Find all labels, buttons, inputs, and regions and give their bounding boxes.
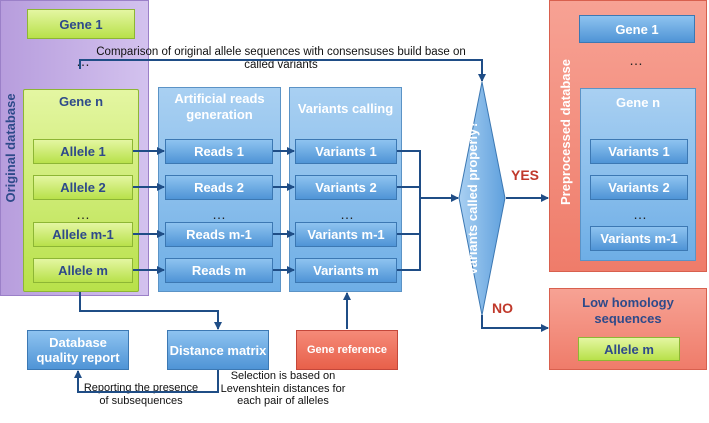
reads-2-box: Reads 2 <box>165 175 273 200</box>
reads-m-1-box: Reads m-1 <box>165 222 273 247</box>
arrow-variants2-merge <box>397 186 421 198</box>
pre-variants-m-1-box: Variants m-1 <box>590 226 688 251</box>
reads-1-box: Reads 1 <box>165 139 273 164</box>
yes-label: YES <box>511 167 540 183</box>
low-homology-title: Low homology sequences <box>582 295 674 326</box>
variants-calling-title: Variants calling <box>297 101 394 116</box>
pre-dots: … <box>629 52 643 68</box>
pre-gene-1-box: Gene 1 <box>579 15 695 43</box>
low-homology-allele-m: Allele m <box>578 337 680 361</box>
arrow-distance-report <box>74 370 219 393</box>
variants-m-1-box: Variants m-1 <box>295 222 397 247</box>
no-label: NO <box>492 300 513 316</box>
allele-m-1-box: Allele m-1 <box>33 222 133 247</box>
distance-matrix-box: Distance matrix <box>167 330 269 370</box>
dots-variants: … <box>340 206 354 222</box>
arrow-gene-distance <box>79 292 222 330</box>
variants-1-box: Variants 1 <box>295 139 397 164</box>
dots-reads: … <box>212 206 226 222</box>
arrow-variants1-merge <box>397 150 421 198</box>
dots-alleles: … <box>76 206 90 222</box>
allele-1-box: Allele 1 <box>33 139 133 164</box>
arrow-no <box>481 315 549 332</box>
arrow-variantsm1-merge <box>397 198 421 235</box>
artificial-reads-title: Artificial reads generation <box>174 91 265 122</box>
database-quality-report-box: Database quality report <box>27 330 129 370</box>
allele-m-box: Allele m <box>33 258 133 283</box>
pre-gene-n-title: Gene n <box>615 95 661 110</box>
selection-note: Selection is based on Levenshtein distan… <box>220 370 346 407</box>
gene-reference-box: Gene reference <box>296 330 398 370</box>
gene-n-title: Gene n <box>58 94 104 109</box>
comparison-note: Comparison of original allele sequences … <box>96 46 466 71</box>
pre-variants-1-box: Variants 1 <box>590 139 688 164</box>
reads-m-box: Reads m <box>165 258 273 283</box>
gene-1-box: Gene 1 <box>27 9 135 39</box>
allele-2-box: Allele 2 <box>33 175 133 200</box>
arrow-variantsm-merge <box>397 198 421 271</box>
arrow-comparison <box>79 59 486 82</box>
variants-m-box: Variants m <box>295 258 397 283</box>
pre-variants-2-box: Variants 2 <box>590 175 688 200</box>
variants-2-box: Variants 2 <box>295 175 397 200</box>
pre-dots-variants: … <box>633 206 647 222</box>
